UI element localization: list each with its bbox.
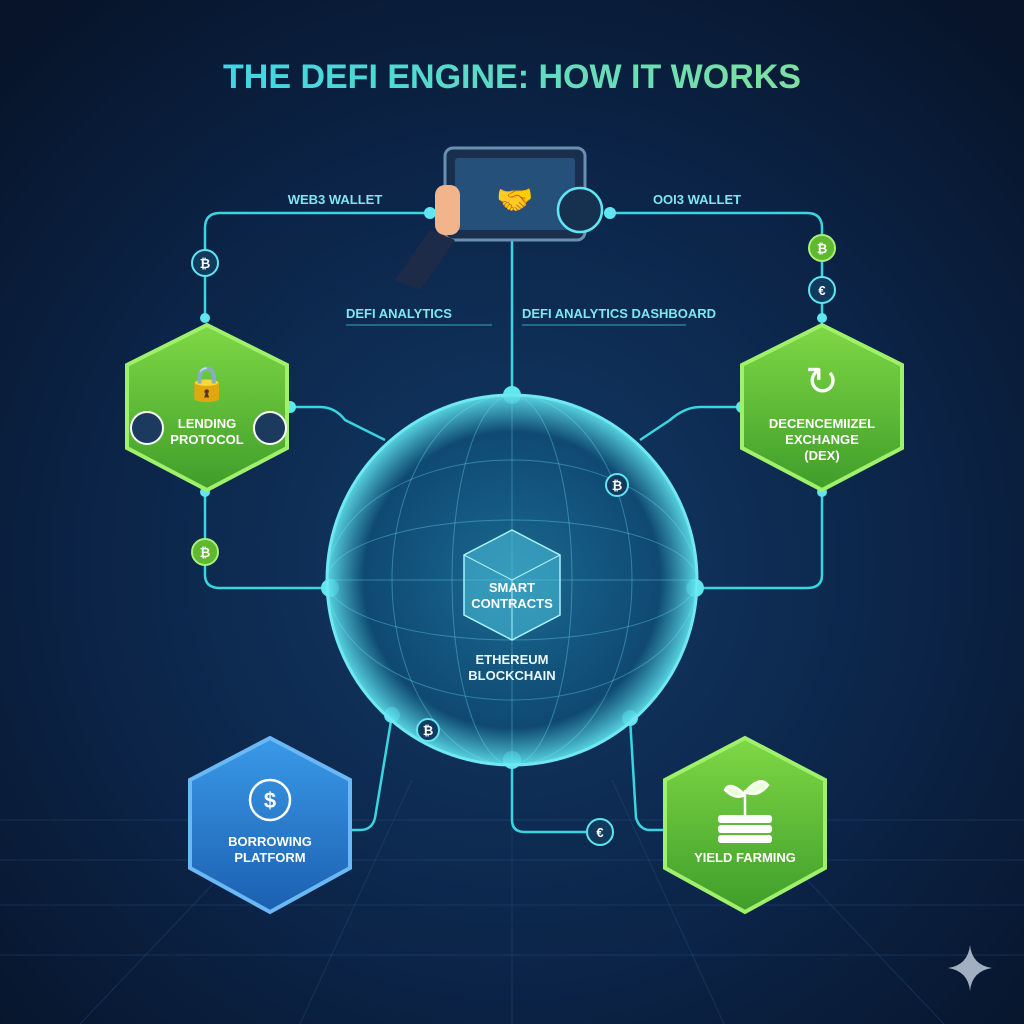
svg-text:₿: ₿ bbox=[817, 241, 828, 256]
user-group-icon bbox=[556, 186, 604, 234]
yield-farming-node[interactable]: YIELD FARMING bbox=[663, 735, 827, 915]
dex-label-line2: EXCHANGE bbox=[785, 432, 859, 447]
hand bbox=[435, 185, 460, 235]
analytics-label: DEFI ANALYTICS bbox=[346, 306, 452, 321]
blockchain-label-line2: BLOCKCHAIN bbox=[468, 668, 555, 683]
coin-icons: ₿ ₿ € ₿ € ₿ ₿ bbox=[191, 234, 836, 846]
user-icon bbox=[130, 411, 164, 445]
borrowing-label-line1: BORROWING bbox=[228, 834, 312, 849]
borrowing-label-line2: PLATFORM bbox=[234, 850, 305, 865]
lock-icon: 🔒 bbox=[186, 365, 228, 403]
svg-text:₿: ₿ bbox=[612, 478, 623, 493]
dex-node[interactable]: ↻ DECENCEMIIZEL EXCHANGE (DEX) bbox=[740, 322, 904, 493]
analytics-dashboard-label: DEFI ANALYTICS DASHBOARD bbox=[522, 306, 716, 321]
tablet-wallet[interactable]: 🤝 bbox=[395, 146, 604, 290]
smart-contracts-cube[interactable]: SMART CONTRACTS bbox=[463, 529, 561, 641]
svg-text:€: € bbox=[818, 283, 825, 298]
lending-label-line1: LENDING bbox=[178, 416, 237, 431]
user-icon bbox=[253, 411, 287, 445]
cube-label-line2: CONTRACTS bbox=[471, 596, 553, 611]
dollar-cycle-icon bbox=[248, 778, 292, 822]
cube-label-line1: SMART bbox=[489, 580, 535, 595]
yield-label: YIELD FARMING bbox=[694, 850, 796, 865]
dex-label-line3: (DEX) bbox=[804, 448, 839, 463]
coin-stack-sprout-icon bbox=[718, 780, 772, 843]
svg-text:₿: ₿ bbox=[200, 545, 211, 560]
wallet-label-right: OOI3 WALLET bbox=[653, 192, 741, 207]
dollar-icon: $ bbox=[264, 788, 276, 813]
borrowing-platform-node[interactable]: $ BORROWING PLATFORM bbox=[188, 735, 352, 915]
page-title: THE DEFI ENGINE: HOW IT WORKS bbox=[223, 58, 801, 96]
wallet-label-left: WEB3 WALLET bbox=[288, 192, 383, 207]
ethereum-blockchain-globe[interactable]: SMART CONTRACTS ETHEREUM BLOCKCHAIN bbox=[325, 393, 699, 767]
arm-sleeve bbox=[395, 230, 455, 290]
svg-text:₿: ₿ bbox=[423, 723, 434, 738]
lending-label-line2: PROTOCOL bbox=[170, 432, 243, 447]
svg-text:₿: ₿ bbox=[200, 256, 211, 271]
dex-label-line1: DECENCEMIIZEL bbox=[769, 416, 875, 431]
lending-protocol-node[interactable]: 🔒 LENDING PROTOCOL bbox=[125, 322, 289, 493]
svg-text:€: € bbox=[596, 825, 603, 840]
blockchain-label-line1: ETHEREUM bbox=[476, 652, 549, 667]
sparkle-icon bbox=[948, 945, 992, 991]
handshake-icon: 🤝 bbox=[496, 184, 533, 217]
swap-arrows-icon: ↻ bbox=[805, 360, 839, 404]
connectors bbox=[203, 211, 824, 834]
